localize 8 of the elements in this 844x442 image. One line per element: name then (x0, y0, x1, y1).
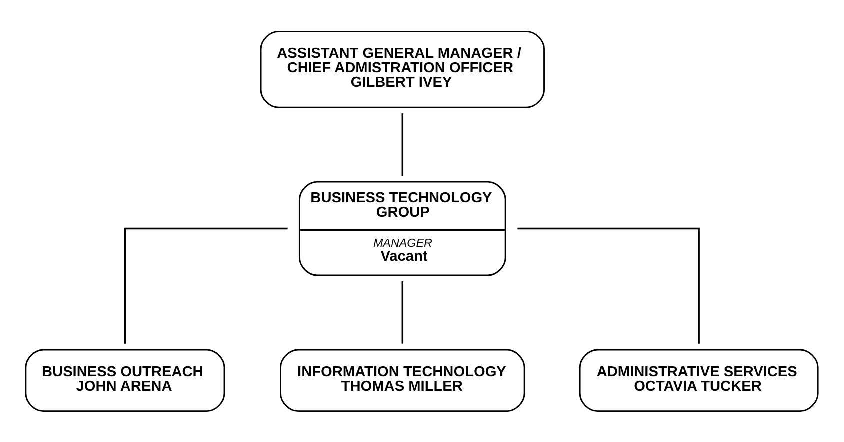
node-box: ASSISTANT GENERAL MANAGER / CHIEF ADMISTRATION OFFICER GILBERT IVEY (260, 30, 546, 108)
node-box: INFORMATION TECHNOLOGY THOMAS MILLER (280, 348, 526, 412)
connector (402, 113, 404, 176)
connector (402, 280, 404, 344)
connector (124, 227, 288, 344)
node-box: BUSINESS OUTREACH JOHN ARENA (25, 348, 226, 412)
node-box: ADMINISTRATIVE SERVICES OCTAVIA TUCKER (579, 348, 819, 412)
connector (518, 227, 700, 344)
